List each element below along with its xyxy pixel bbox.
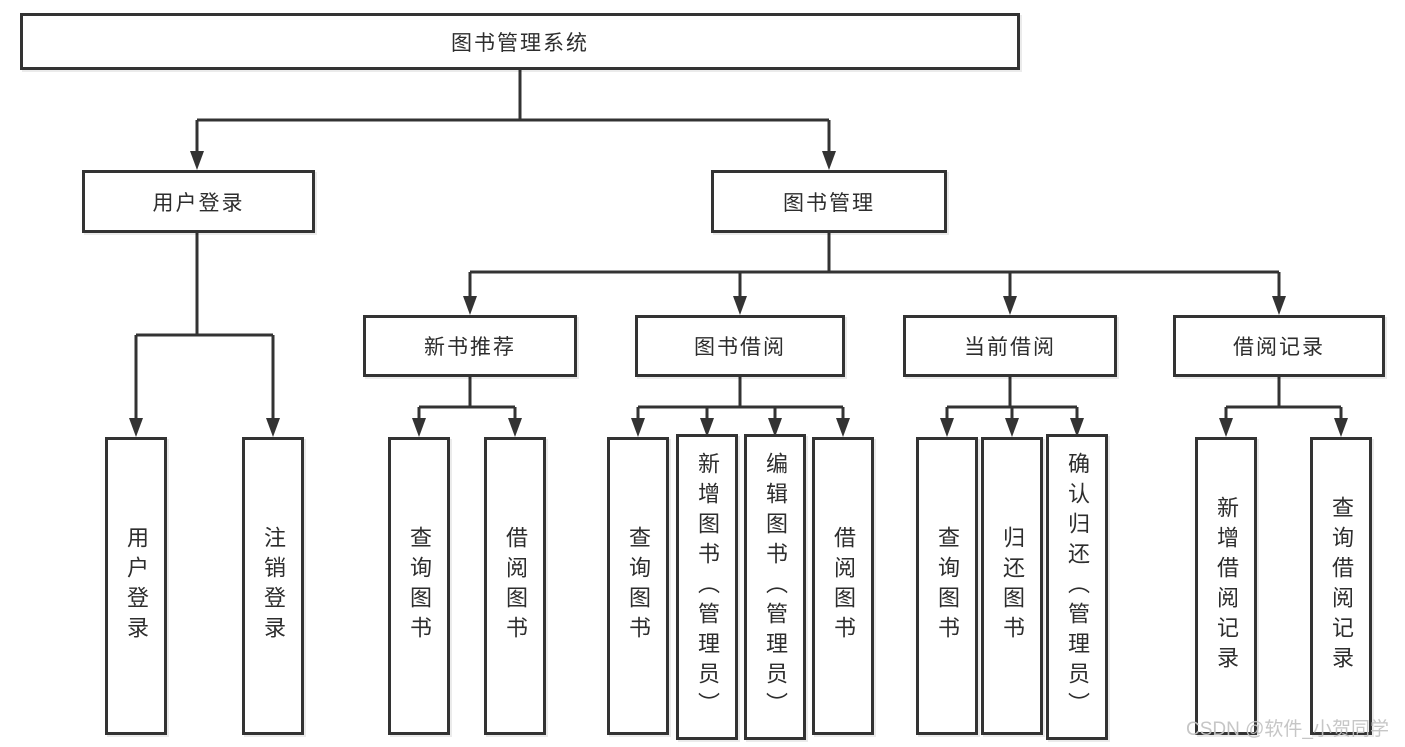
node-label: 借阅图书	[831, 526, 856, 646]
node-current-borrowing: 当前借阅	[903, 315, 1117, 377]
leaf-query-books-current: 查询图书	[916, 437, 978, 735]
node-label: 当前借阅	[964, 336, 1056, 359]
leaf-query-borrow-record: 查询借阅记录	[1310, 437, 1372, 735]
leaf-logout: 注销登录	[242, 437, 304, 735]
node-label: 用户登录	[124, 526, 149, 646]
node-borrowing-records: 借阅记录	[1173, 315, 1385, 377]
node-label: 新增图书（管理员）	[695, 452, 720, 722]
node-label: 编辑图书（管理员）	[763, 452, 788, 722]
leaf-return-books: 归还图书	[981, 437, 1043, 735]
node-label: 注销登录	[261, 526, 286, 646]
leaf-edit-books-admin: 编辑图书（管理员）	[744, 434, 806, 740]
node-label: 新增借阅记录	[1214, 496, 1239, 676]
leaf-user-login: 用户登录	[105, 437, 167, 735]
leaf-borrow-books-recommend: 借阅图书	[484, 437, 546, 735]
leaf-add-borrow-record: 新增借阅记录	[1195, 437, 1257, 735]
node-label: 新书推荐	[424, 336, 516, 359]
node-label: 借阅图书	[503, 526, 528, 646]
leaf-borrow-books: 借阅图书	[812, 437, 874, 735]
node-book-borrowing: 图书借阅	[635, 315, 845, 377]
node-label: 确认归还（管理员）	[1065, 452, 1090, 722]
node-label: 图书借阅	[694, 336, 786, 359]
node-label: 图书管理系统	[451, 31, 589, 55]
leaf-add-books-admin: 新增图书（管理员）	[676, 434, 738, 740]
node-label: 查询图书	[935, 526, 960, 646]
leaf-query-books-borrowing: 查询图书	[607, 437, 669, 735]
node-label: 用户登录	[152, 191, 245, 215]
node-label: 查询图书	[626, 526, 651, 646]
leaf-confirm-return-admin: 确认归还（管理员）	[1046, 434, 1108, 740]
node-label: 查询图书	[407, 526, 432, 646]
node-user-login-branch: 用户登录	[82, 170, 315, 233]
node-new-book-recommend: 新书推荐	[363, 315, 577, 377]
leaf-query-books-recommend: 查询图书	[388, 437, 450, 735]
node-label: 图书管理	[783, 191, 875, 215]
node-book-management-branch: 图书管理	[711, 170, 947, 233]
csdn-watermark: CSDN @软件_小贺同学	[1186, 719, 1389, 740]
node-label: 借阅记录	[1233, 336, 1325, 359]
node-label: 归还图书	[1000, 526, 1025, 646]
node-library-management-system: 图书管理系统	[20, 13, 1020, 70]
node-label: 查询借阅记录	[1329, 496, 1354, 676]
